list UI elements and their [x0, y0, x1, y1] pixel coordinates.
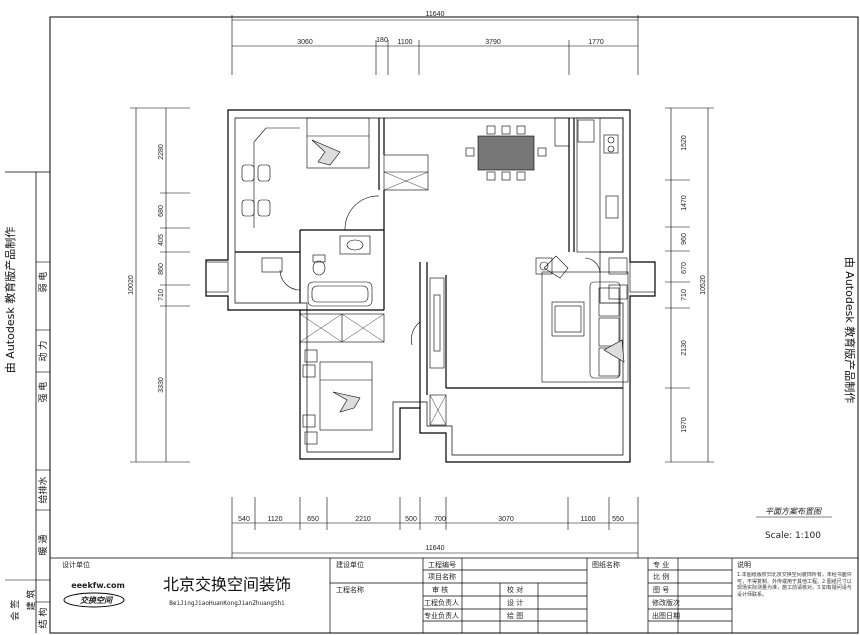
left-total-dim: 10020 — [128, 275, 135, 295]
bottom-dim-8: 1100 — [580, 516, 595, 523]
strip-label-architecture: 建 筑 — [25, 590, 37, 611]
walls — [205, 109, 656, 463]
design-label: 设 计 — [507, 598, 523, 607]
right-dim-6: 2130 — [681, 340, 688, 356]
specialty-lead-label: 专业负责人 — [424, 611, 459, 620]
bedroom2-bed — [302, 349, 373, 445]
windows — [205, 257, 656, 300]
bathroom-fixtures — [307, 235, 373, 307]
right-dim-2: 1470 — [681, 195, 688, 211]
strip-label-power: 动 力 — [37, 341, 49, 362]
right-dim-3: 960 — [681, 233, 688, 245]
bottom-dim-2: 1120 — [267, 516, 282, 523]
drawing-name-label: 图纸名称 — [592, 560, 620, 569]
strip-label-strong-current: 强 电 — [37, 382, 49, 403]
bottom-total-dim: 11640 — [426, 545, 445, 552]
revision-label: 修改版次 — [652, 598, 680, 607]
number-label: 图 号 — [653, 586, 669, 594]
wardrobe-1 — [383, 154, 429, 191]
right-dimension-chain — [665, 107, 714, 463]
living-room-furniture — [535, 255, 629, 383]
bottom-dim-9: 550 — [612, 516, 624, 523]
bottom-dim-6: 700 — [434, 516, 446, 523]
proofread-label: 校 对 — [507, 585, 523, 594]
client-label: 建设单位 — [336, 560, 364, 569]
top-dim-4: 3790 — [485, 39, 501, 46]
right-dim-1: 1520 — [681, 135, 688, 151]
kitchen-counters — [554, 117, 624, 253]
watermark-right: 由 Autodesk 教育版产品制作 — [843, 257, 857, 403]
specialty-label: 专 业 — [653, 560, 669, 569]
right-total-dim: 10520 — [700, 275, 707, 295]
company-pinyin: BeiJingJiaoHuanKongJianZhuangShi — [169, 600, 285, 607]
left-dim-2: 680 — [158, 205, 165, 217]
bedroom1-bed — [306, 117, 370, 169]
strip-label-structure: 结 构 — [37, 608, 49, 629]
review-label: 审 核 — [432, 585, 448, 594]
top-dim-3: 1100 — [397, 39, 412, 46]
right-dim-4: 670 — [681, 262, 688, 274]
left-dim-5: 710 — [158, 289, 165, 301]
left-dim-6: 3330 — [158, 377, 165, 393]
date-label: 出图日期 — [652, 611, 680, 620]
top-total-dim: 11640 — [426, 11, 445, 18]
bottom-dim-3: 650 — [307, 516, 319, 523]
company-name: 北京交换空间装饰 — [163, 575, 291, 594]
pm-label: 工程负责人 — [424, 598, 459, 607]
plan-scale: Scale: 1:100 — [765, 531, 821, 541]
notes-text: 1.本图纸版权归北京交换空间装饰所有，未经书面许可，不得复制、外传或用于其他工程… — [737, 572, 852, 598]
tv-cabinet — [429, 277, 445, 369]
top-dim-5: 1770 — [588, 39, 604, 46]
item-name-label: 项目名称 — [428, 572, 456, 581]
bottom-dimension-chain — [231, 497, 639, 558]
logo-text: eeekfw.com — [71, 581, 125, 590]
project-name-label: 工程名称 — [336, 585, 364, 594]
strip-label-hvac: 暖 通 — [37, 535, 49, 556]
right-dim-7: 1970 — [681, 417, 688, 433]
drawing-label: 绘 图 — [507, 611, 523, 620]
bottom-dim-1: 540 — [238, 516, 250, 523]
top-dim-1: 3060 — [297, 39, 313, 46]
top-dim-2: 180 — [376, 37, 388, 44]
company-logo: eeekfw.com 交换空间 — [63, 581, 125, 608]
logo-subtext: 交换空间 — [80, 595, 114, 605]
bedroom1-chairs — [241, 164, 271, 217]
left-dim-1: 2280 — [158, 144, 165, 160]
project-number-label: 工程编号 — [428, 560, 456, 569]
left-dim-4: 860 — [158, 263, 165, 275]
bottom-dim-7: 3070 — [498, 516, 514, 523]
left-strip-grid — [5, 261, 50, 603]
strip-label-weak-current: 弱 电 — [37, 272, 49, 293]
top-dimension-chain — [231, 15, 639, 75]
ratio-label: 比 例 — [653, 572, 669, 581]
dining-set — [465, 125, 547, 181]
left-dim-3: 405 — [158, 234, 165, 246]
bottom-dim-5: 500 — [405, 516, 417, 523]
shoe-cabinet — [429, 394, 447, 426]
left-dimension-chain — [130, 107, 190, 463]
notes-label: 说明 — [737, 560, 751, 569]
design-unit-label: 设计单位 — [62, 560, 90, 569]
right-dim-5: 710 — [681, 289, 688, 301]
drawing-frame — [49, 16, 859, 634]
strip-label-countersign: 会 签 — [9, 600, 21, 621]
title-block-grid — [50, 557, 858, 633]
strip-label-water: 给排水 — [37, 476, 49, 503]
bottom-dim-4: 2210 — [355, 516, 371, 523]
watermark-left: 由 Autodesk 教育版产品制作 — [3, 227, 17, 373]
plan-title: 平面方案布置图 — [765, 507, 822, 516]
